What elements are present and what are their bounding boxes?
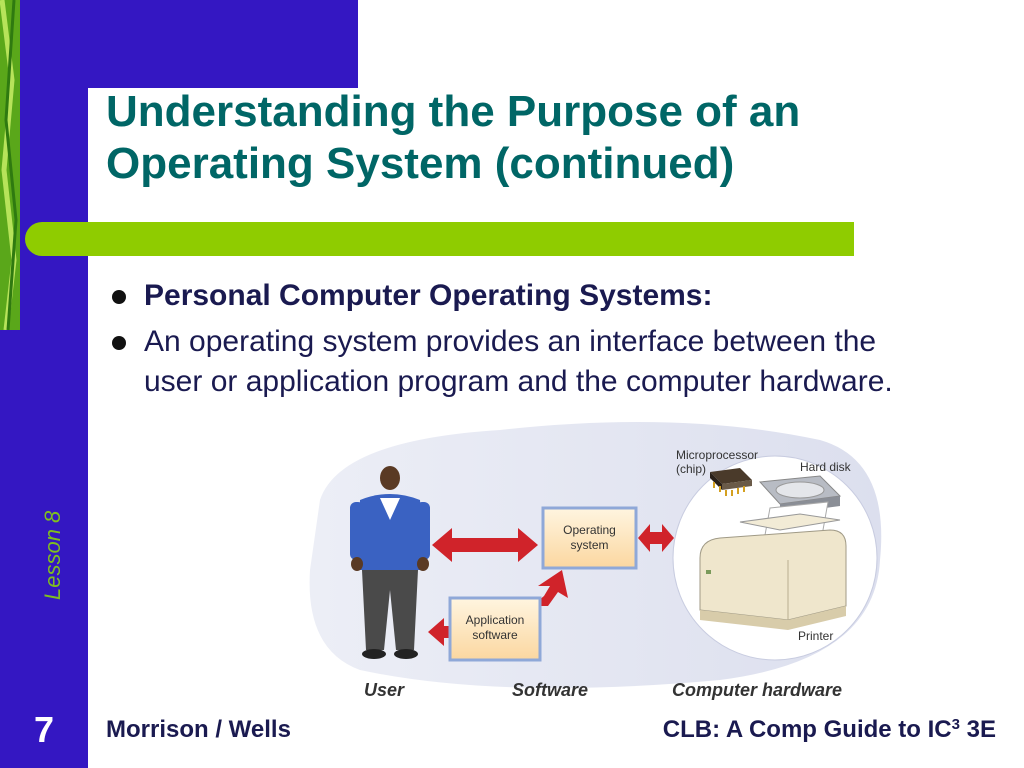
app-box-label: Application software xyxy=(465,613,525,642)
microprocessor-label: Microprocessor (chip) xyxy=(676,448,759,476)
bullet-text: Personal Computer Operating Systems: xyxy=(144,279,713,312)
lesson-label: Lesson 8 xyxy=(40,510,65,600)
os-box xyxy=(541,506,638,570)
title-underline-bar xyxy=(25,222,854,256)
app-os-arrow xyxy=(532,570,568,606)
app-box xyxy=(448,596,542,662)
os-box-label: Operating system xyxy=(563,523,616,552)
diagram-graphic xyxy=(309,422,882,688)
caption-hardware: Computer hardware xyxy=(672,680,843,700)
caption-software: Software xyxy=(512,680,589,700)
footer-authors: Morrison / Wells xyxy=(106,716,291,743)
leaf-decoration xyxy=(0,0,20,330)
microprocessor-chip-icon xyxy=(710,468,752,496)
bullet-dot-icon xyxy=(112,290,126,304)
bullet-item: An operating system provides an interfac… xyxy=(112,322,932,402)
bullet-text: An operating system provides an interfac… xyxy=(144,325,893,398)
printer-icon xyxy=(699,501,847,630)
slide-number: 7 xyxy=(33,709,55,750)
title-line-2: Operating System (continued) xyxy=(106,139,735,188)
slide-title: Understanding the Purpose of an Operatin… xyxy=(106,86,1006,190)
os-interface-diagram: Operating system Application software Mi… xyxy=(300,410,900,710)
title-line-1: Understanding the Purpose of an xyxy=(106,87,801,136)
printer-label: Printer xyxy=(798,629,834,643)
bullet-item: Personal Computer Operating Systems: xyxy=(112,276,932,316)
user-figure-icon xyxy=(350,466,430,659)
caption-user: User xyxy=(364,680,405,700)
os-hardware-arrow xyxy=(638,524,674,552)
app-user-arrow xyxy=(428,618,450,646)
bullet-dot-icon xyxy=(112,336,126,350)
footer-course-title: CLB: A Comp Guide to IC3 3E xyxy=(662,716,996,743)
hard-disk-label: Hard disk xyxy=(800,460,851,474)
user-os-arrow xyxy=(432,528,538,562)
bullet-list: Personal Computer Operating Systems: An … xyxy=(112,276,932,408)
header-white-area xyxy=(358,0,1024,90)
header-band xyxy=(0,0,358,88)
hard-disk-icon xyxy=(758,475,842,514)
